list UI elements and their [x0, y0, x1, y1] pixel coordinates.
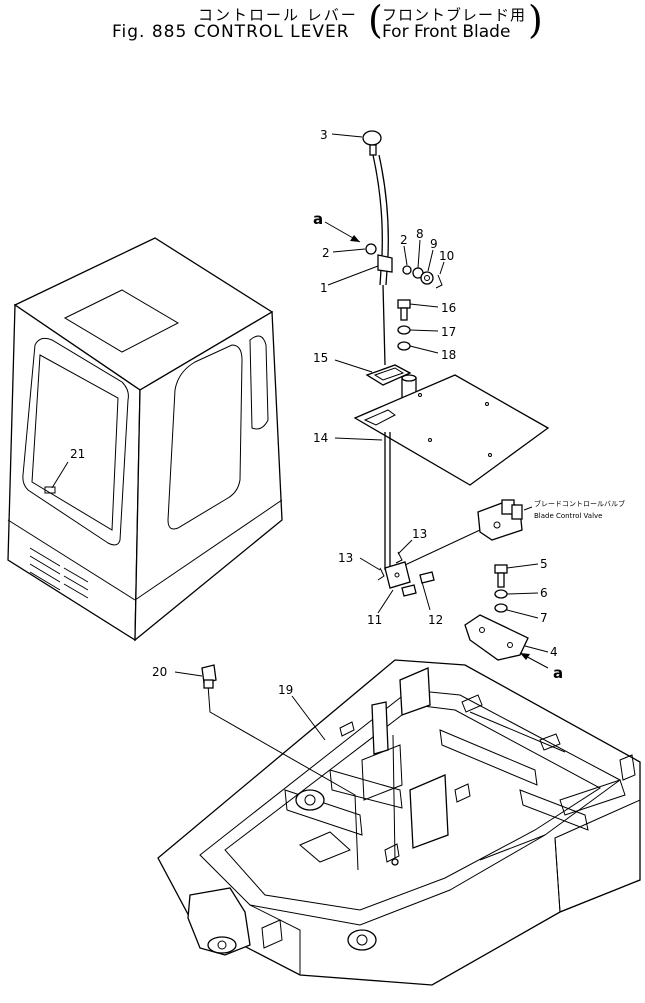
callout-labels: 3 a 2 1 2 8 9 10 16 17 18 15 14 21 13 13… — [70, 128, 625, 697]
callout-1: 1 — [320, 281, 328, 295]
callout-14: 14 — [313, 431, 328, 445]
callout-2-right: 2 — [400, 233, 408, 247]
main-frame-drawing — [157, 659, 641, 986]
callout-19: 19 — [278, 683, 293, 697]
callout-7: 7 — [540, 611, 548, 625]
callout-18: 18 — [441, 348, 456, 362]
ref-a-top: a — [313, 210, 323, 228]
callout-20: 20 — [152, 665, 167, 679]
callout-4: 4 — [550, 645, 558, 659]
callout-16: 16 — [441, 301, 456, 315]
callout-13-right: 13 — [412, 527, 427, 541]
paren-open: ( — [368, 0, 383, 42]
figure-title: コントロール レバー Fig. 885 CONTROL LEVER ( フロント… — [0, 0, 645, 60]
title-english: Fig. 885 CONTROL LEVER — [112, 22, 350, 42]
callout-5: 5 — [540, 557, 548, 571]
callout-2-left: 2 — [322, 246, 330, 260]
leader-lines — [174, 133, 549, 741]
title-japanese: コントロール レバー — [198, 6, 358, 24]
paren-close: ) — [528, 0, 543, 42]
valve-label-en: Blade Control Valve — [534, 512, 602, 520]
callout-17: 17 — [441, 325, 456, 339]
callout-21: 21 — [70, 447, 85, 461]
callout-10: 10 — [439, 249, 454, 263]
ref-a-bottom: a — [553, 664, 563, 682]
callout-8: 8 — [416, 227, 424, 241]
callout-12: 12 — [428, 613, 443, 627]
callout-13-left: 13 — [338, 551, 353, 565]
callout-11: 11 — [367, 613, 382, 627]
control-lever-assembly — [353, 130, 550, 597]
valve-label-jp: ブレードコントロールバルブ — [534, 499, 625, 508]
cab-drawing — [7, 237, 283, 642]
callout-3: 3 — [320, 128, 328, 142]
fitting-20 — [201, 664, 217, 689]
callout-15: 15 — [313, 351, 328, 365]
bracket-assembly — [464, 564, 529, 661]
callout-9: 9 — [430, 237, 438, 251]
subtitle-japanese: フロントブレード用 — [382, 6, 527, 24]
subtitle-english: For Front Blade — [382, 22, 511, 42]
callout-6: 6 — [540, 586, 548, 600]
